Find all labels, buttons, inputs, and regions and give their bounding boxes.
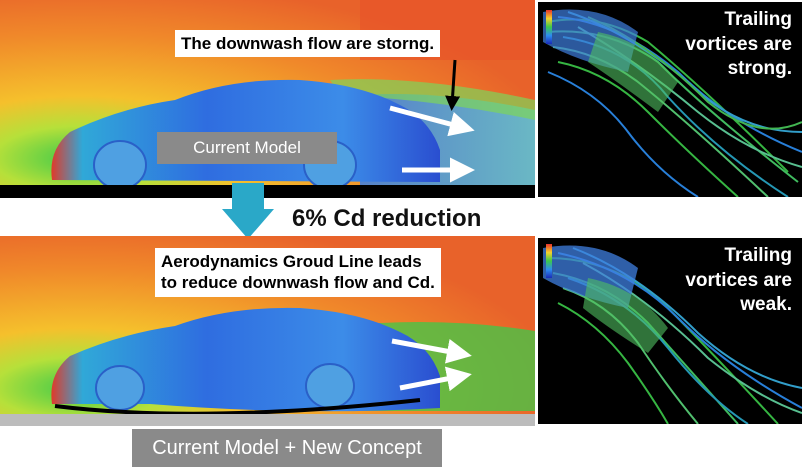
ground-line-callout: Aerodynamics Groud Line leads to reduce … — [155, 248, 441, 297]
cd-reduction-text: 6% Cd reduction — [292, 205, 482, 232]
aero-ground-line — [54, 398, 421, 416]
vortex-streamlines-weak — [543, 245, 802, 424]
color-legend — [546, 244, 552, 278]
down-arrow-icon — [222, 183, 274, 239]
vortex-weak-text: Trailing vortices are weak. — [685, 245, 792, 316]
vortex-strong-text: Trailing vortices are strong. — [685, 9, 792, 80]
cfd-current-model-panel: The downwash flow are storng. Current Mo… — [0, 0, 535, 198]
vortex-strong-panel: Trailing vortices are strong. — [538, 2, 802, 197]
new-concept-label: Current Model + New Concept — [132, 429, 442, 467]
flow-arrows — [389, 59, 475, 183]
downwash-callout: The downwash flow are storng. — [175, 30, 441, 58]
vortex-streamlines-strong — [543, 9, 802, 197]
flow-arrows-new — [391, 338, 472, 392]
current-model-label: Current Model — [157, 132, 337, 164]
vortex-weak-panel: Trailing vortices are weak. — [538, 238, 802, 424]
cfd-new-concept-panel: Aerodynamics Groud Line leads to reduce … — [0, 236, 535, 426]
color-legend — [546, 10, 552, 44]
cfd-new-concept-image — [0, 236, 535, 426]
